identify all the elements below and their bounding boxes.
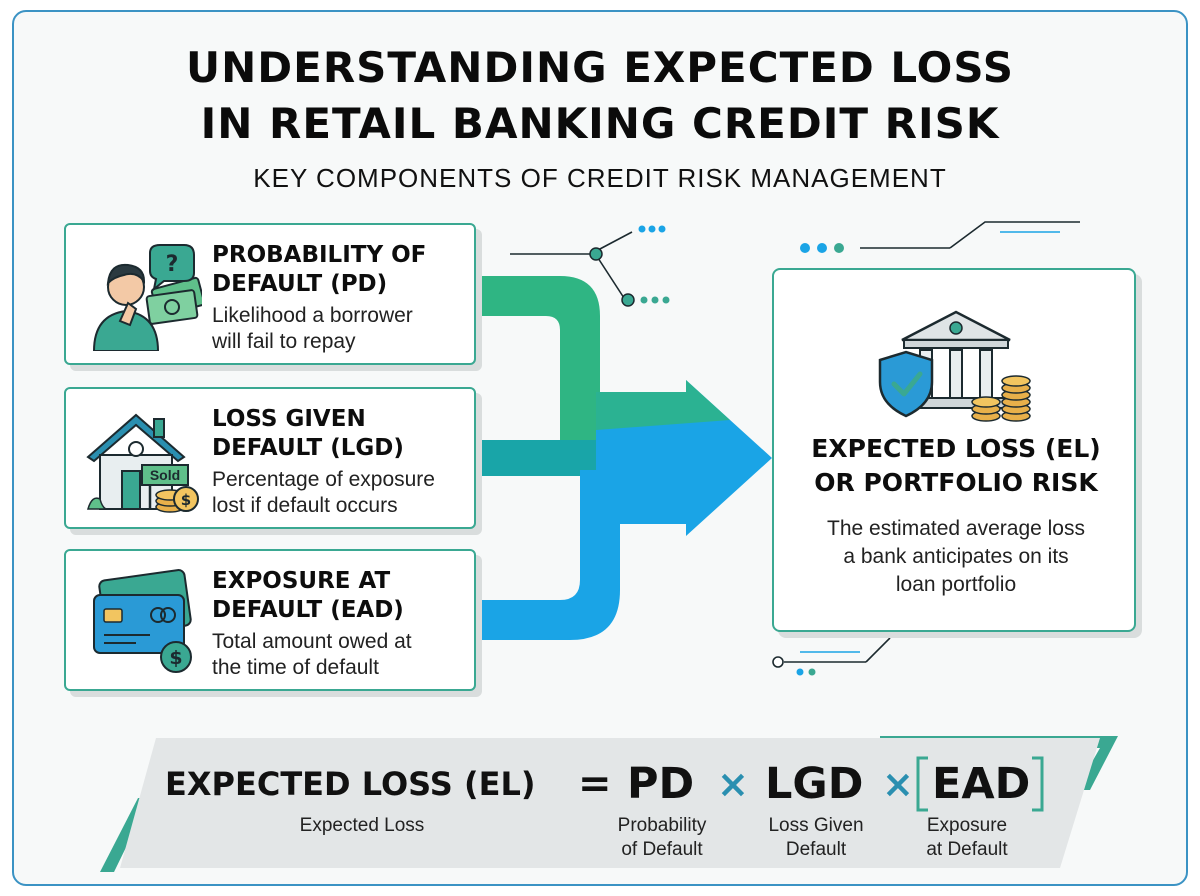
pd-title: PROBABILITY OF DEFAULT (PD)	[212, 242, 427, 297]
subtitle: KEY COMPONENTS OF CREDIT RISK MANAGEMENT	[253, 163, 947, 193]
credit-card-dollar-icon: $	[93, 569, 192, 673]
formula-el-label: Expected Loss	[299, 815, 425, 836]
formula-times-2: ×	[882, 762, 914, 806]
formula-expected-loss: EXPECTED LOSS (EL)	[165, 765, 536, 803]
sold-sign-text: Sold	[150, 467, 180, 483]
title-line-1: UNDERSTANDING EXPECTED LOSS	[186, 43, 1014, 92]
formula-lgd-label: Loss Given Default	[768, 815, 864, 860]
lgd-description: Percentage of exposure lost if default o…	[212, 468, 435, 517]
pd-description: Likelihood a borrower will fail to repay	[212, 304, 413, 353]
house-sold-icon: Sold $	[86, 413, 199, 513]
formula-times-1: ×	[717, 762, 749, 806]
formula-ead-label: Exposure at Default	[926, 815, 1008, 860]
formula-lgd: LGD	[765, 759, 864, 809]
svg-text:$: $	[181, 491, 191, 509]
ead-card: $ EXPOSURE AT DEFAULT (EAD) Total amount…	[64, 549, 476, 691]
svg-text:$: $	[169, 647, 182, 669]
bank-shield-coins-icon	[878, 310, 1031, 422]
expected-loss-card: EXPECTED LOSS (EL) OR PORTFOLIO RISK The…	[772, 268, 1136, 632]
expected-loss-title: EXPECTED LOSS (EL) OR PORTFOLIO RISK	[811, 434, 1101, 497]
ead-description: Total amount owed at the time of default	[212, 630, 412, 679]
lgd-card: Sold $ LOSS GIVEN DEFAULT (LGD) Percenta…	[64, 387, 476, 529]
pd-card: ? PROBABILITY OF DEFAULT (PD) Likelihood…	[64, 223, 476, 365]
coin-stack	[971, 375, 1031, 422]
ead-title: EXPOSURE AT DEFAULT (EAD)	[212, 568, 404, 623]
expected-loss-description: The estimated average loss a bank antici…	[827, 517, 1085, 596]
borrower-question-icon: ?	[92, 244, 202, 351]
formula-equals: =	[578, 761, 612, 807]
formula-pd-label: Probability of Default	[617, 815, 707, 860]
main-title: UNDERSTANDING EXPECTED LOSS IN RETAIL BA…	[0, 40, 1200, 152]
formula-ead: EAD	[932, 759, 1031, 809]
lgd-title: LOSS GIVEN DEFAULT (LGD)	[212, 406, 404, 461]
formula-pd: PD	[627, 759, 695, 809]
svg-text:?: ?	[166, 252, 179, 277]
title-line-2: IN RETAIL BANKING CREDIT RISK	[200, 99, 1000, 148]
